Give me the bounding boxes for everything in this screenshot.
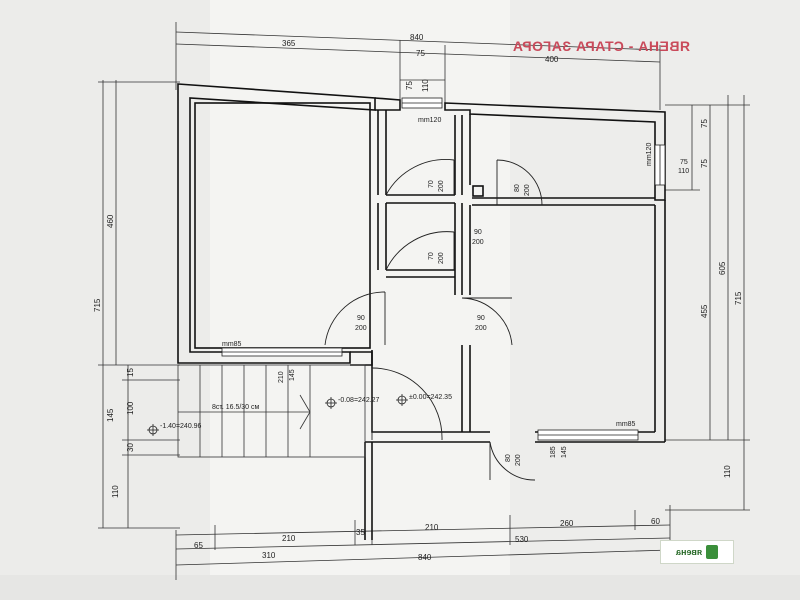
door-swings [324, 159, 543, 481]
dim-bottom-65: 65 [194, 541, 203, 550]
dim-bottom-overall: 840 [418, 553, 432, 562]
paper-sheet-left [0, 0, 210, 600]
label-stairs-145: 145 [289, 369, 296, 381]
dim-bottom-210a: 210 [282, 534, 296, 543]
dim-left-15: 15 [126, 368, 135, 377]
dim-top-right: 400 [545, 55, 559, 64]
dim-left-110: 110 [111, 485, 120, 498]
level-markers [147, 394, 408, 436]
label-door-left-room-w: 90 [357, 315, 365, 322]
dim-window-small-w: 75 [405, 81, 414, 90]
dim-top-overall: 840 [410, 33, 424, 42]
dim-left-30: 30 [126, 443, 135, 452]
label-door-right2-h: 200 [475, 325, 487, 332]
label-door-right2-w: 90 [477, 315, 485, 322]
windows [221, 97, 666, 441]
dim-left-145: 145 [106, 408, 115, 422]
dim-bottom-60: 60 [651, 517, 660, 526]
label-window-right-w: 75 [680, 159, 688, 166]
label-door-wc1-w: 70 [428, 180, 435, 188]
label-stairs: 8ст. 16.5/30 см [212, 404, 260, 411]
label-door-corr-w: 90 [474, 229, 482, 236]
dim-bottom-35: 35 [356, 528, 365, 537]
dim-right-75b: 75 [700, 159, 709, 168]
label-level-right: ±0.00=242.35 [409, 394, 452, 401]
walls [177, 83, 666, 540]
dimension-labels: 840 365 75 400 75 110 840 310 530 65 210… [93, 33, 743, 562]
logo-mark-icon [705, 545, 718, 559]
label-door-right-room-h: 200 [524, 184, 531, 196]
label-door-wc2-w: 70 [428, 252, 435, 260]
dim-right-715: 715 [734, 291, 743, 305]
label-door-left-room-h: 200 [355, 325, 367, 332]
dim-right-455: 455 [700, 304, 709, 318]
label-door-corr-h: 200 [472, 239, 484, 246]
label-window-left-bottom: mm85 [222, 341, 242, 348]
logo-text: явена [676, 547, 703, 557]
label-stairs-210: 210 [278, 371, 285, 383]
dim-bottom-210b: 210 [425, 523, 439, 532]
dim-bottom-260: 260 [560, 519, 574, 528]
dim-left-100: 100 [126, 401, 135, 415]
label-level-mid: -0.08=242.27 [338, 397, 380, 404]
brand-logo: явена [660, 540, 734, 564]
dim-right-110: 110 [723, 465, 732, 478]
label-door-wc1-h: 200 [438, 180, 445, 192]
label-window-right-h: 110 [678, 168, 689, 175]
dim-top-left: 365 [282, 39, 296, 48]
staircase [177, 364, 366, 458]
label-door-wc2-h: 200 [438, 252, 445, 264]
label-window-right-bottom: mm85 [616, 421, 636, 428]
watermark-text: ЯВЕНА - СТАРА ЗАГОРА [512, 38, 690, 54]
label-door-entry-h: 200 [515, 454, 522, 466]
dim-right-605: 605 [718, 261, 727, 275]
dim-left-715: 715 [93, 298, 102, 312]
label-window-right: mm120 [646, 143, 653, 166]
dim-bottom-310: 310 [262, 551, 276, 560]
dimension-lines [98, 22, 750, 580]
label-window-top: mm120 [418, 117, 441, 124]
dim-window-small-h: 110 [421, 79, 430, 92]
opening-labels: mm120 mm120 75 110 mm85 mm85 70 200 70 2… [160, 117, 689, 466]
dim-top-window: 75 [416, 49, 425, 58]
label-window-bottom-185: 185 [550, 446, 557, 458]
dim-right-75a: 75 [700, 119, 709, 128]
paper-sheet-bottom [0, 575, 800, 600]
label-window-bottom-145: 145 [561, 446, 568, 458]
dim-left-460: 460 [106, 214, 115, 228]
label-level-left: -1.40=240.96 [160, 423, 202, 430]
label-door-right-room-w: 80 [514, 184, 521, 192]
dim-bottom-530: 530 [515, 535, 529, 544]
label-door-entry-w: 80 [505, 454, 512, 462]
